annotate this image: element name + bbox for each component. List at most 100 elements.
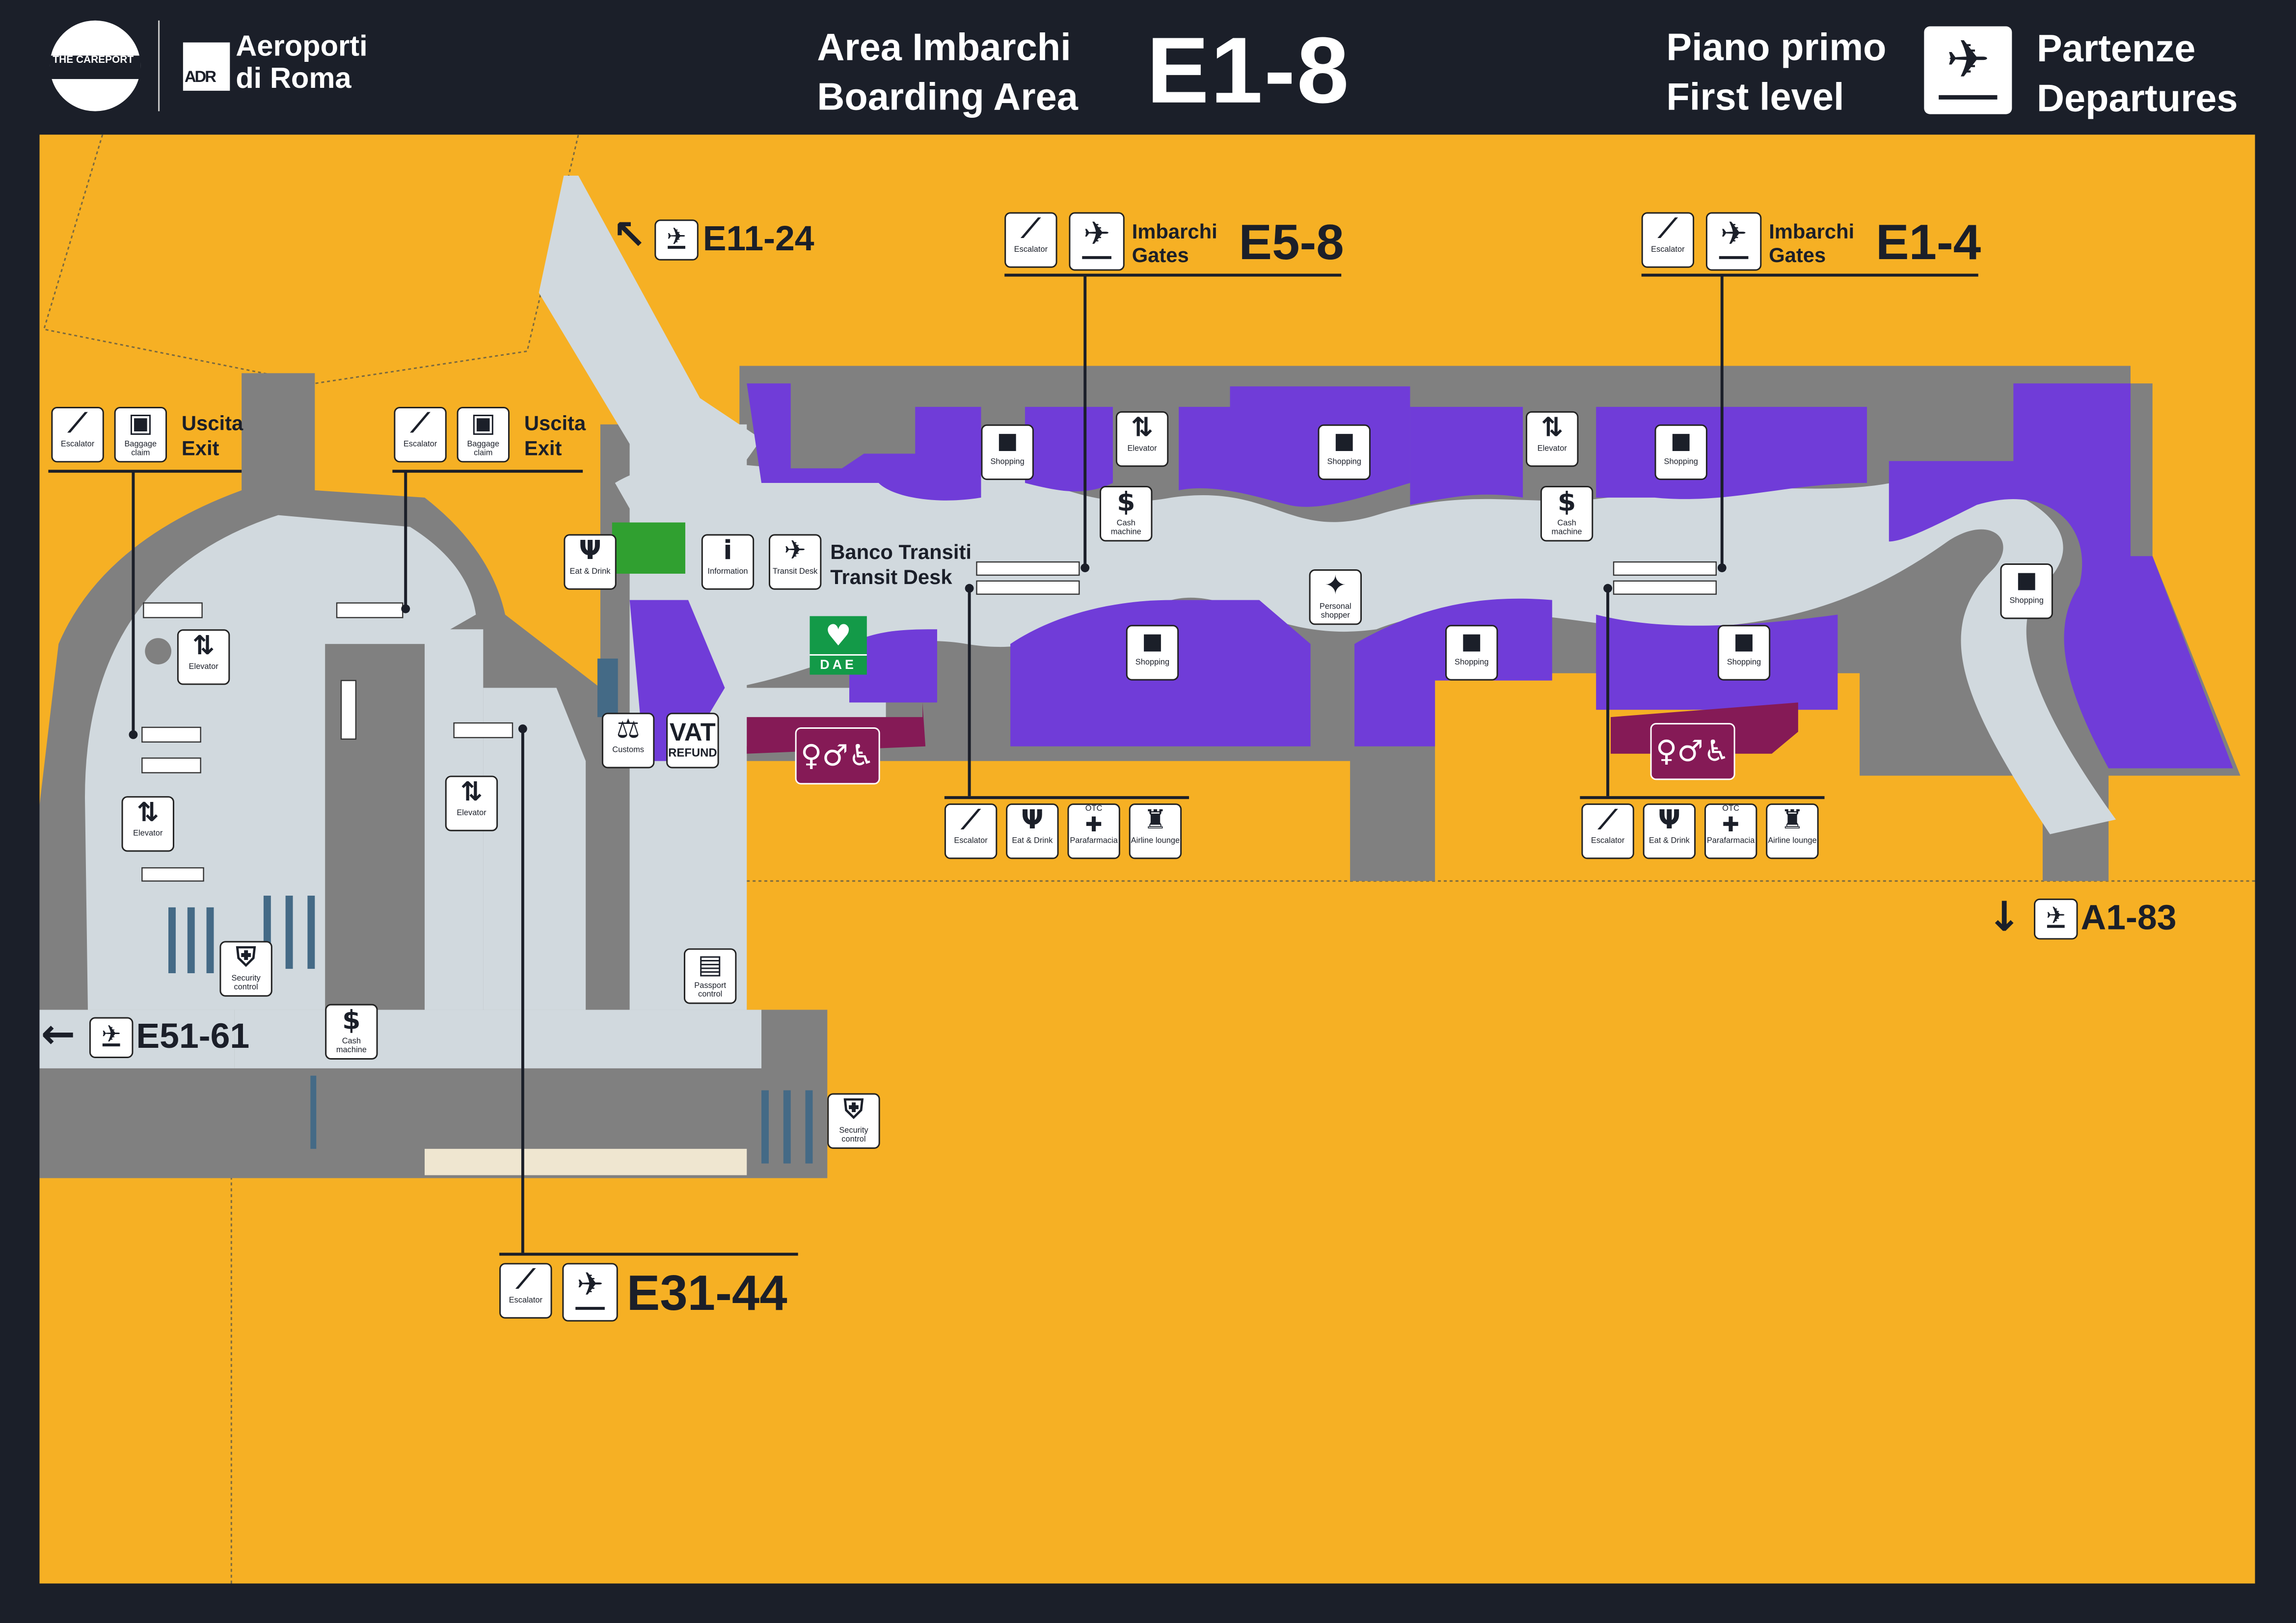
elevator-icon: ⇅ <box>136 798 159 828</box>
security-icon: ⛨ <box>843 1094 864 1126</box>
escalator-icon: ⟋ <box>411 408 430 439</box>
gates-e58-it: Imbarchi <box>1132 219 1217 243</box>
poi-elevator: ⇅Elevator <box>445 775 498 831</box>
pharmacy-icon: ✚ <box>1085 813 1103 837</box>
poi-escalator: ⟋Escalator <box>1641 212 1695 268</box>
exit-center-en: Exit <box>524 436 562 460</box>
poi-customs: ⚖Customs <box>601 713 655 769</box>
area-code: E1-8 <box>1146 17 1351 123</box>
poi-label: Escalator <box>509 1297 543 1305</box>
e31-leader-v <box>521 729 524 1253</box>
e31-leader-h <box>499 1252 798 1256</box>
area-title-en: Boarding Area <box>817 75 1078 119</box>
arrow-up-left-icon: ↖ <box>612 211 647 259</box>
vat-label: VAT <box>669 718 716 746</box>
poi-cash: $Cash machine <box>325 1004 378 1060</box>
poi-label: Cash machine <box>336 1038 367 1056</box>
poi-label: Cash machine <box>1551 519 1582 537</box>
poi-label: Transit Desk <box>772 568 818 577</box>
poi-cash: $Cash machine <box>1100 486 1153 542</box>
poi-label: Elevator <box>1127 445 1157 454</box>
poi-security: ⛨Security control <box>219 941 272 997</box>
cash-icon: $ <box>1117 487 1135 518</box>
poi-label: Shopping <box>1455 658 1489 667</box>
eat-icon: Ψ <box>1021 805 1044 836</box>
green-area <box>612 522 685 574</box>
poi-label: Security control <box>839 1127 868 1144</box>
poi-label: Escalator <box>1591 837 1625 846</box>
lounge-icon: ♜ <box>1143 805 1167 836</box>
e58-leader-h <box>1004 273 1342 277</box>
poi-pharmacy: OTC✚Parafarmacia <box>1704 803 1757 859</box>
elevator-icon: ⇅ <box>1131 412 1154 444</box>
gates-e58-code: E5-8 <box>1239 215 1344 271</box>
e14-leader-h <box>1641 273 1978 277</box>
departure-gate-icon: ✈ <box>562 1263 618 1322</box>
e58-leader-v <box>1083 275 1087 568</box>
poi-elevator: ⇅Elevator <box>177 629 230 685</box>
poi-shopping: ◼Shopping <box>981 424 1034 480</box>
shopping-icon: ◼ <box>2015 565 2038 596</box>
poi-elevator: ⇅Elevator <box>121 796 174 852</box>
poi-shopping: ◼Shopping <box>1445 625 1498 681</box>
dae-label: DAE <box>810 654 867 673</box>
info-icon: i <box>723 535 732 567</box>
pillar <box>145 638 171 665</box>
baggage-icon: ▣ <box>470 408 496 439</box>
poi-shopping: ◼Shopping <box>1126 625 1179 681</box>
poi-label: Shopping <box>2009 597 2044 606</box>
gates-e14-code: E1-4 <box>1875 215 1981 271</box>
poi-label: Baggage claim <box>467 440 500 458</box>
arrow-down-icon: ↓ <box>1987 893 2022 941</box>
poi-lounge: ♜Airline lounge <box>1129 803 1182 859</box>
poi-label: Shopping <box>1727 658 1761 667</box>
adr-logo-line1: Aeroporti <box>236 30 368 63</box>
baggage-icon: ▣ <box>128 408 153 439</box>
adr-logo-mark: ADR <box>183 42 230 91</box>
cash-icon: $ <box>1557 487 1576 518</box>
exit-center-leader-v <box>404 471 407 611</box>
pharmacy-icon: ✚ <box>1722 813 1740 837</box>
shopping-icon: ◼ <box>996 426 1019 457</box>
poi-label: Parafarmacia <box>1070 837 1118 846</box>
exit-left-leader-h <box>48 470 242 473</box>
poi-label: Shopping <box>1664 458 1698 467</box>
poi-label: Passport control <box>694 982 727 1000</box>
poi-label: Escalator <box>403 440 437 450</box>
cash-icon: $ <box>342 1005 361 1037</box>
transit-icon: ✈ <box>784 535 807 567</box>
exit-center-it: Uscita <box>524 411 586 435</box>
poi-label: Personal shopper <box>1319 603 1351 621</box>
poi-label: Shopping <box>1327 458 1361 467</box>
escalator-icon: ⟋ <box>516 1264 535 1296</box>
poi-transit: ✈Transit Desk <box>768 534 822 590</box>
customs-icon: ⚖ <box>616 714 640 745</box>
shopping-icon: ◼ <box>1141 626 1163 657</box>
poi-label: Airline lounge <box>1131 837 1180 846</box>
security-lanes <box>168 895 813 1164</box>
restrooms-sign: ♀♂♿ <box>1650 723 1735 780</box>
heart-defibrillator-icon: ♥ <box>825 617 852 653</box>
defibrillator-sign: ♥ DAE <box>810 616 867 675</box>
security-icon: ⛨ <box>236 942 256 974</box>
level-en: First level <box>1666 75 1844 119</box>
poi-label: Elevator <box>189 663 218 672</box>
shopping-icon: ◼ <box>1333 426 1355 457</box>
escalator-icon: ⟋ <box>68 408 87 439</box>
poi-label: Elevator <box>457 809 486 818</box>
e11-label: E11-24 <box>702 219 814 259</box>
departure-gate-icon: ✈ <box>1069 212 1125 271</box>
exit-left-en: Exit <box>181 436 219 460</box>
beige-floor <box>425 1148 747 1175</box>
poi-label: Escalator <box>954 837 988 846</box>
exit-left-it: Uscita <box>181 411 243 435</box>
poi-elevator: ⇅Elevator <box>1526 411 1579 467</box>
poi-shopping: ◼Shopping <box>2000 563 2053 619</box>
careport-logo: THE CAREPORT <box>50 20 141 111</box>
escalator-icon: ⟋ <box>1022 213 1040 244</box>
elevator-icon: ⇅ <box>192 631 215 662</box>
poi-label: Escalator <box>60 440 95 450</box>
gates-e14-en: Gates <box>1769 243 1826 266</box>
